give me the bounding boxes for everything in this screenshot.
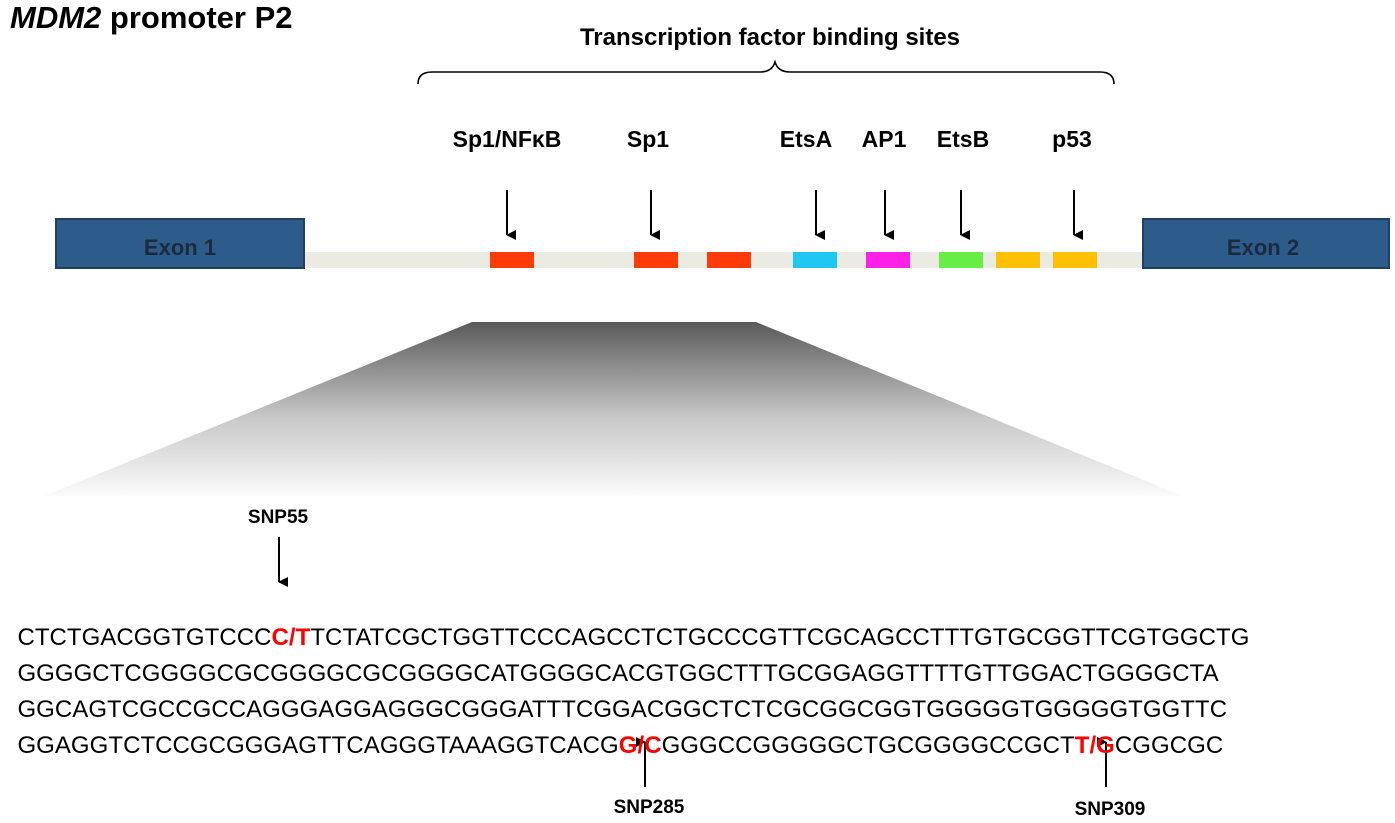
- sequence-segment: CGGCGC: [1114, 732, 1224, 759]
- zoom-wedge: [44, 322, 1183, 496]
- gene-name: MDM2: [10, 0, 102, 35]
- tf-header: Transcription factor binding sites: [579, 24, 961, 51]
- exon-2-label: Exon 2: [1227, 235, 1299, 260]
- sequence-segment: GGGGCTCGGGGCGCGGGGCGCGGGGCATGGGGCACGTGGC…: [17, 660, 1219, 687]
- snp55-allele: C/T: [271, 624, 311, 651]
- binding-site-p53: [1053, 252, 1097, 268]
- sequence-line-1: CTCTGACGGTGTCCCC/TTCTATCGCTGGTTCCCAGCCTC…: [4, 596, 1249, 652]
- exon-1: [55, 218, 305, 269]
- snp285-allele: G/C: [618, 732, 662, 759]
- diagram-title: MDM2 promoter P2: [10, 0, 293, 36]
- binding-site-sp1-extra: [707, 252, 751, 268]
- snp-label-55: SNP55: [247, 507, 309, 528]
- exon-1-label: Exon 1: [144, 235, 216, 260]
- sequence-line-2: GGGGCTCGGGGCGCGGGGCGCGGGGCATGGGGCACGTGGC…: [4, 632, 1219, 688]
- snp-label-309: SNP309: [1074, 799, 1146, 820]
- title-rest: promoter P2: [101, 0, 293, 35]
- binding-site-sp1-nfkb: [490, 252, 534, 268]
- sequence-segment: GGGCCGGGGGCTGCGGGGCCGCT: [661, 732, 1075, 759]
- snp-label-285: SNP285: [613, 797, 685, 818]
- sequence-segment: TCTATCGCTGGTTCCCAGCCTCTGCCCGTTCGCAGCCTTT…: [310, 624, 1250, 651]
- site-label-sp1-nfkb: Sp1/NFκB: [452, 126, 562, 152]
- binding-site-ap1: [866, 252, 910, 268]
- sequence-line-4: GGAGGTCTCCGCGGGAGTTCAGGGTAAAGGTCACGG/CGG…: [4, 704, 1223, 760]
- binding-site-p53-a: [996, 252, 1040, 268]
- sequence-segment: GGCAGTCGCCGCCAGGGAGGAGGGCGGGATTTCGGACGGC…: [17, 696, 1228, 723]
- sequence-segment: CTCTGACGGTGTCCC: [17, 624, 272, 651]
- site-label-etsb: EtsB: [936, 126, 990, 152]
- sequence-line-3: GGCAGTCGCCGCCAGGGAGGAGGGCGGGATTTCGGACGGC…: [4, 668, 1227, 724]
- binding-site-sp1: [634, 252, 678, 268]
- site-label-ap1: AP1: [861, 126, 907, 152]
- site-label-sp1: Sp1: [626, 126, 670, 152]
- snp309-allele: T/G: [1074, 732, 1115, 759]
- binding-site-etsa: [793, 252, 837, 268]
- site-label-etsa: EtsA: [779, 126, 833, 152]
- binding-sites-brace: [417, 59, 1115, 85]
- binding-site-etsb: [939, 252, 983, 268]
- sequence-segment: GGAGGTCTCCGCGGGAGTTCAGGGTAAAGGTCACG: [17, 732, 619, 759]
- exon-2: [1142, 218, 1390, 269]
- site-label-p53: p53: [1052, 126, 1092, 152]
